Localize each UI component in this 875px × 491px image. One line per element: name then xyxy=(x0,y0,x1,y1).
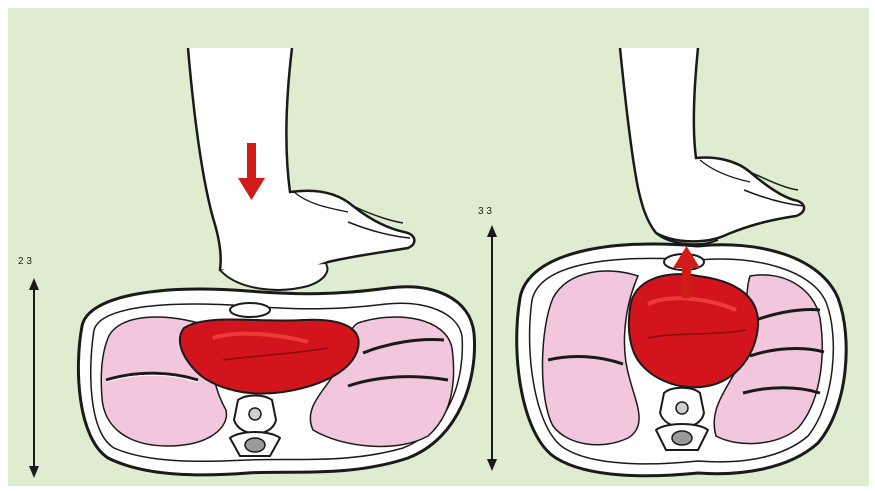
depth-label-right: 3 3 xyxy=(478,206,492,217)
depth-label-left: 2 3 xyxy=(18,256,32,267)
illustration-frame: 2 3 xyxy=(8,8,869,486)
chest-cross-section-left xyxy=(78,287,474,475)
spine-right xyxy=(656,388,708,450)
chest-cross-section-right xyxy=(517,244,846,476)
sternum-left xyxy=(230,303,270,317)
spine-left xyxy=(230,396,280,457)
cpr-diagram: 2 3 xyxy=(8,8,869,486)
